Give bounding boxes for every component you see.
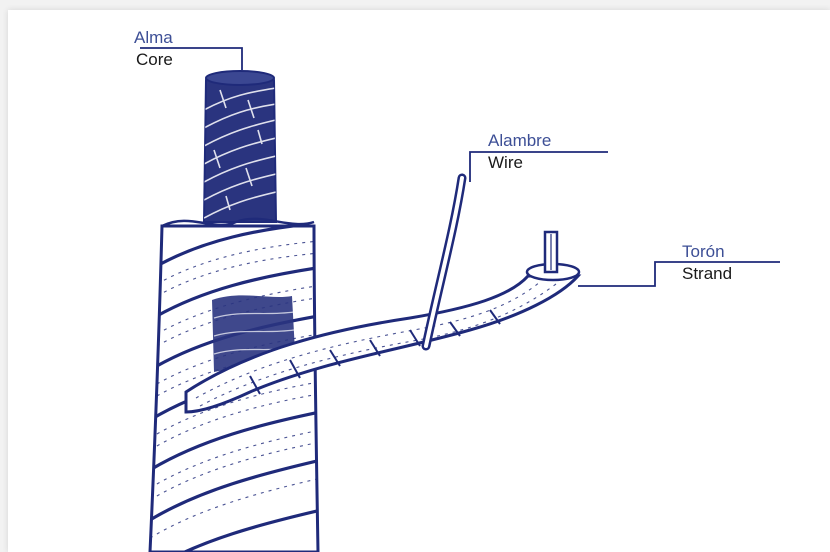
strand-label-es: Torón: [682, 242, 725, 261]
wire-label-en: Wire: [488, 153, 523, 172]
strand-label-en: Strand: [682, 264, 732, 283]
strand-leader: [578, 262, 780, 286]
core-label-es: Alma: [134, 28, 173, 47]
wire-label-es: Alambre: [488, 131, 551, 150]
rope-core: [204, 71, 276, 222]
core-label-en: Core: [136, 50, 173, 69]
